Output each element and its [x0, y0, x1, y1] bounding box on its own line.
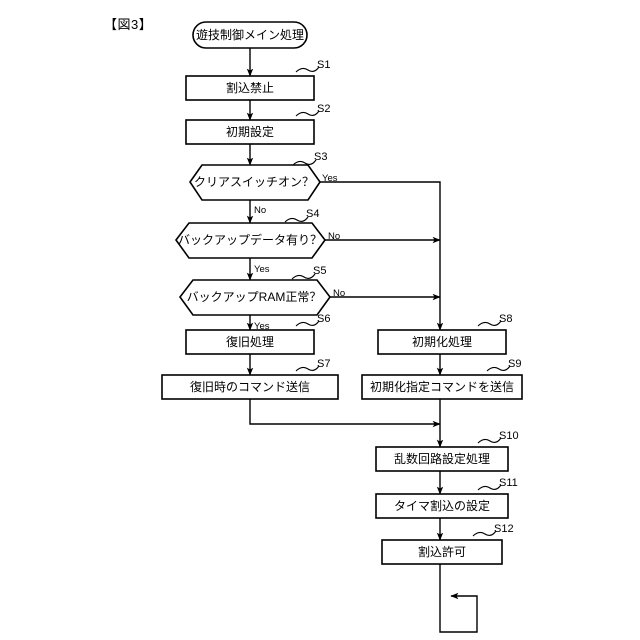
- node-s12-label: 割込許可: [418, 544, 466, 559]
- node-s7: [161, 374, 339, 400]
- node-s3-label: クリアスイッチオン？: [194, 175, 314, 189]
- step-label-s5: S5: [313, 265, 326, 277]
- node-s5-label: バックアップRAM正常？: [187, 290, 322, 304]
- step-label-s1: S1: [317, 59, 330, 71]
- step-label-s2: S2: [317, 103, 330, 115]
- step-label-s12: S12: [494, 523, 514, 535]
- branch-label-s4-no: No: [328, 231, 340, 242]
- step-label-s8: S8: [499, 313, 512, 325]
- leader-s1: [295, 66, 320, 73]
- node-s4-label: バックアップデータ有り？: [178, 232, 322, 247]
- leader-s10: [477, 437, 502, 444]
- connector-s7-to-main-rail: [249, 399, 441, 428]
- node-s9-label: 初期化指定コマンドを送信: [370, 379, 514, 394]
- branch-label-s3-yes: Yes: [322, 173, 338, 184]
- branch-label-s3-no: No: [254, 205, 266, 216]
- leader-s7: [295, 365, 320, 372]
- node-s12: [381, 539, 503, 565]
- leader-s12: [472, 530, 497, 537]
- branch-label-s5-no: No: [333, 288, 345, 299]
- start-terminator: [192, 21, 308, 49]
- node-s11-label: タイマ割込の設定: [394, 498, 490, 513]
- node-s2: [185, 119, 315, 145]
- branch-label-s5-yes: Yes: [254, 321, 270, 332]
- step-label-s10: S10: [499, 430, 519, 442]
- leader-s5: [291, 273, 316, 280]
- node-s8-label: 初期化処理: [412, 335, 472, 349]
- leader-s2: [295, 110, 320, 117]
- node-s11: [375, 493, 509, 519]
- step-label-s9: S9: [508, 358, 521, 370]
- node-s6-label: 復旧処理: [226, 334, 274, 349]
- node-s7-label: 復旧時のコマンド送信: [190, 379, 310, 394]
- step-label-s7: S7: [317, 358, 330, 370]
- leader-s8: [477, 320, 502, 327]
- node-s5: [179, 279, 331, 316]
- node-s4: [175, 222, 326, 259]
- node-s10-label: 乱数回路設定処理: [394, 451, 490, 466]
- step-label-s6: S6: [317, 313, 330, 325]
- node-s10: [375, 446, 509, 472]
- start-terminator-label: 遊技制御メイン処理: [196, 27, 304, 42]
- connector-s12-loop-back: [439, 564, 478, 633]
- step-label-s3: S3: [314, 151, 327, 163]
- node-s3: [189, 164, 321, 201]
- node-s8: [377, 329, 507, 355]
- node-s1: [185, 75, 315, 101]
- branch-label-s4-yes: Yes: [254, 264, 270, 275]
- node-s1-label: 割込禁止: [226, 80, 274, 95]
- leader-s11: [477, 484, 502, 491]
- connector-s3-yes-to-s8: [320, 181, 444, 331]
- figure-label: 【図3】: [104, 17, 153, 32]
- leader-s9: [486, 365, 511, 372]
- node-s9: [361, 374, 523, 400]
- node-s6: [185, 329, 315, 355]
- node-s2-label: 初期設定: [226, 124, 274, 139]
- leader-s3: [292, 159, 317, 166]
- leader-s4: [284, 216, 309, 223]
- step-label-s4: S4: [306, 208, 319, 220]
- step-label-s11: S11: [499, 477, 518, 489]
- leader-s6: [295, 320, 320, 327]
